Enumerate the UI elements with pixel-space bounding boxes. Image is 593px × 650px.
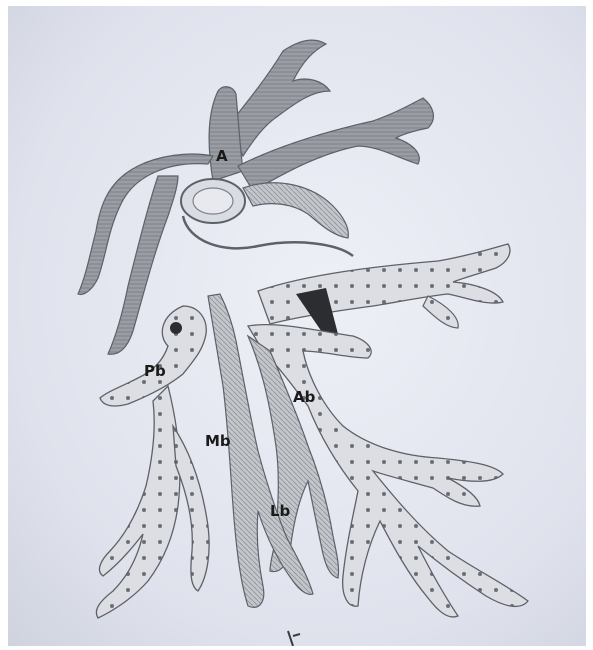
aorta-vessels: [78, 40, 433, 354]
posterior-bronchus-upper: [100, 306, 206, 406]
label-middle-bronchus: Mb: [205, 432, 231, 450]
upper-right-bronchus-twig: [423, 296, 458, 328]
label-lateral-bronchus: Lb: [270, 502, 291, 520]
bronchial-tree-photo: A Pb Mb Ab Lb: [8, 6, 586, 646]
label-anterior-bronchus: Ab: [293, 388, 316, 406]
bottom-mark: [288, 631, 300, 646]
label-posterior-bronchus: Pb: [144, 362, 166, 380]
posterior-bronchus-lumen: [170, 322, 182, 334]
upper-right-bronchus-body: [258, 244, 510, 324]
posterior-bronchus-medial: [173, 426, 209, 591]
bronchial-tree-diagram: A Pb Mb Ab Lb: [8, 6, 586, 646]
label-aorta: A: [216, 147, 228, 165]
aortic-ring-inner: [193, 188, 233, 214]
upper-right-bronchus: [258, 244, 510, 338]
aorta-lower-right-branch: [243, 183, 348, 238]
posterior-bronchus-lower: [96, 386, 180, 618]
